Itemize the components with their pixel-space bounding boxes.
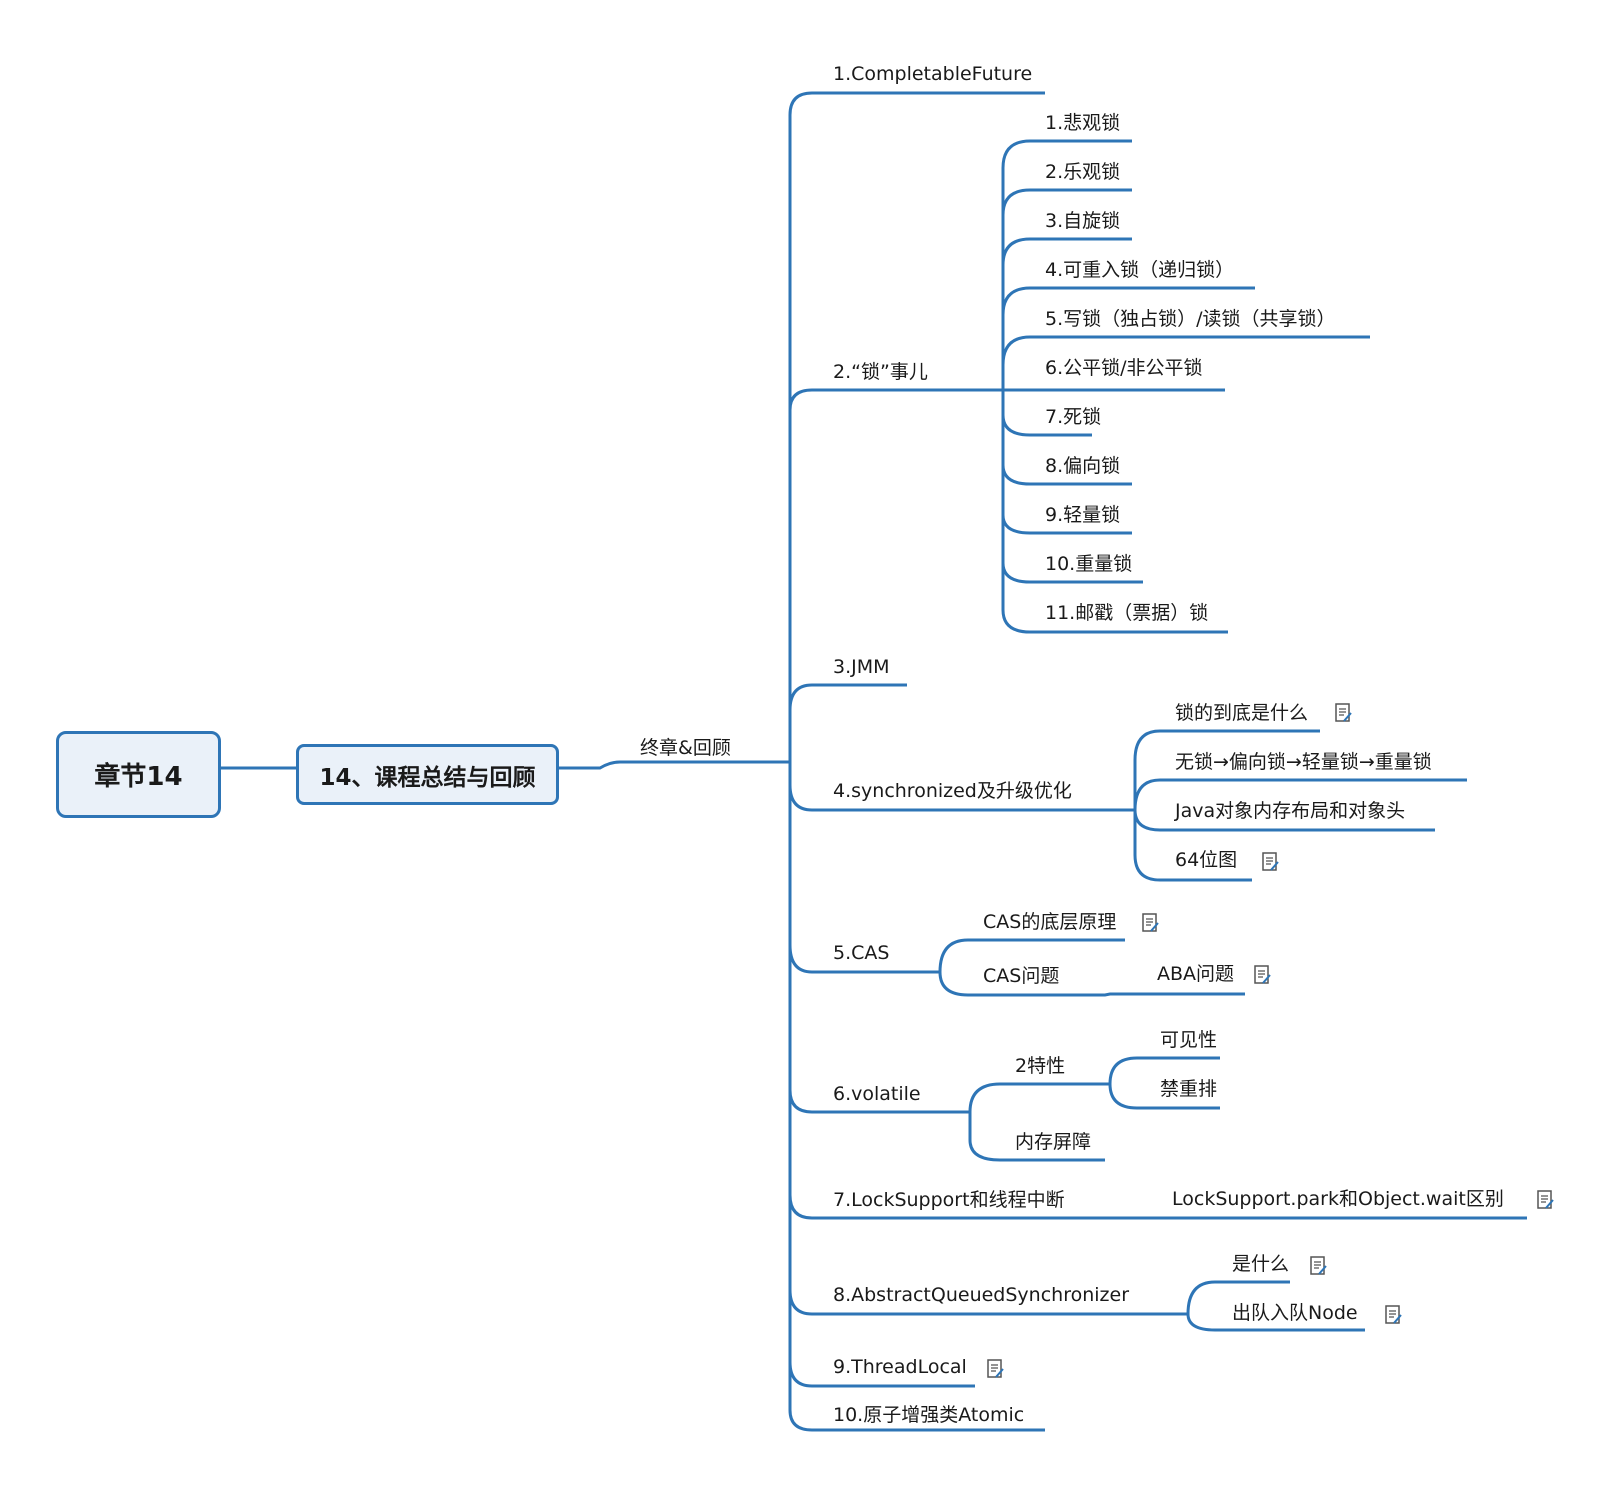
branch-jmm[interactable]: 3.JMM <box>833 656 890 678</box>
lock-item[interactable]: 6.公平锁/非公平锁 <box>1045 357 1203 379</box>
connector-label: 终章&回顾 <box>640 737 731 759</box>
volatile-feature[interactable]: 可见性 <box>1160 1029 1218 1051</box>
main-topic-label: 14、课程总结与回顾 <box>319 764 536 791</box>
lock-item[interactable]: 11.邮戳（票据）锁 <box>1045 602 1209 624</box>
main-topic-node[interactable]: 14、课程总结与回顾 <box>296 744 559 805</box>
note-icon[interactable] <box>1262 852 1280 872</box>
root-node[interactable]: 章节14 <box>56 731 221 818</box>
note-icon[interactable] <box>1310 1256 1328 1276</box>
lock-item[interactable]: 3.自旋锁 <box>1045 210 1121 232</box>
volatile-item[interactable]: 内存屏障 <box>1015 1131 1092 1153</box>
sync-item[interactable]: 64位图 <box>1175 849 1238 871</box>
lock-item[interactable]: 1.悲观锁 <box>1045 112 1121 134</box>
volatile-feature[interactable]: 禁重排 <box>1160 1078 1218 1100</box>
locksupport-sub-item[interactable]: LockSupport.park和Object.wait区别 <box>1172 1188 1504 1210</box>
branch-threadlocal[interactable]: 9.ThreadLocal <box>833 1356 967 1378</box>
branch-locks[interactable]: 2.“锁”事儿 <box>833 361 928 383</box>
lock-item[interactable]: 10.重量锁 <box>1045 553 1133 575</box>
aqs-item[interactable]: 出队入队Node <box>1232 1302 1358 1324</box>
lock-item[interactable]: 5.写锁（独占锁）/读锁（共享锁） <box>1045 308 1336 330</box>
cas-item[interactable]: CAS的底层原理 <box>983 911 1117 933</box>
aqs-item[interactable]: 是什么 <box>1232 1253 1290 1275</box>
cas-item[interactable]: CAS问题 <box>983 965 1060 987</box>
note-icon[interactable] <box>1254 965 1272 985</box>
lock-item[interactable]: 2.乐观锁 <box>1045 161 1121 183</box>
branch-atomic[interactable]: 10.原子增强类Atomic <box>833 1404 1025 1426</box>
note-icon[interactable] <box>1537 1190 1555 1210</box>
branch-cas[interactable]: 5.CAS <box>833 942 890 964</box>
branch-volatile[interactable]: 6.volatile <box>833 1083 921 1105</box>
note-icon[interactable] <box>1385 1305 1403 1325</box>
cas-sub-item[interactable]: ABA问题 <box>1157 963 1235 985</box>
branch-locksupport[interactable]: 7.LockSupport和线程中断 <box>833 1189 1065 1211</box>
branch-aqs[interactable]: 8.AbstractQueuedSynchronizer <box>833 1284 1130 1306</box>
note-icon[interactable] <box>1142 913 1160 933</box>
sync-item[interactable]: Java对象内存布局和对象头 <box>1175 800 1406 822</box>
lock-item[interactable]: 7.死锁 <box>1045 406 1102 428</box>
lock-item[interactable]: 9.轻量锁 <box>1045 504 1121 526</box>
sync-item[interactable]: 锁的到底是什么 <box>1175 702 1309 724</box>
note-icon[interactable] <box>987 1359 1005 1379</box>
lock-item[interactable]: 4.可重入锁（递归锁） <box>1045 259 1235 281</box>
lock-item[interactable]: 8.偏向锁 <box>1045 455 1121 477</box>
root-label: 章节14 <box>94 762 183 792</box>
sync-item[interactable]: 无锁→偏向锁→轻量锁→重量锁 <box>1175 751 1432 773</box>
volatile-item[interactable]: 2特性 <box>1015 1055 1066 1077</box>
branch-completablefuture[interactable]: 1.CompletableFuture <box>833 63 1033 85</box>
note-icon[interactable] <box>1335 703 1353 723</box>
branch-synchronized[interactable]: 4.synchronized及升级优化 <box>833 780 1072 802</box>
